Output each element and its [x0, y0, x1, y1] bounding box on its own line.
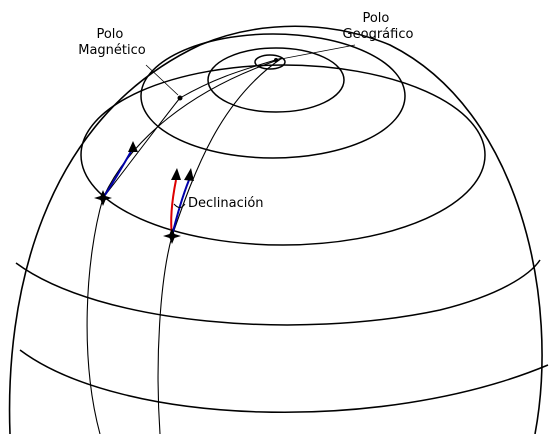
arrowhead-magnetic	[171, 168, 181, 180]
parallel-lower	[80, 64, 486, 246]
parallel-southern	[19, 349, 549, 414]
geographic-pole-label-line2: Geográfico	[343, 27, 414, 42]
geographic-north-arrow-left	[102, 147, 134, 199]
meridian-left	[86, 59, 279, 435]
magnetic-pole-label-line1: Polo	[96, 27, 123, 42]
meridian-right	[157, 57, 283, 435]
declination-label: Declinación	[188, 196, 264, 211]
parallel-upper	[207, 47, 345, 113]
parallel-middle	[140, 33, 406, 159]
parallel-equator	[15, 259, 541, 326]
geographic-pole-leader	[280, 44, 356, 60]
arrowhead-geographic	[184, 168, 194, 181]
geographic-pole-label-line1: Polo	[362, 11, 389, 26]
declination-angle-arc	[173, 203, 186, 208]
parallel-polar-small	[254, 54, 286, 70]
magnetic-pole-label-line2: Magnético	[78, 43, 146, 58]
observer-point-left	[94, 190, 112, 206]
magnetic-pole-label: Polo Magnético	[78, 27, 146, 58]
magnetic-pole-marker	[177, 95, 183, 101]
observer-point-right	[163, 228, 181, 244]
geographic-pole-label: Polo Geográfico	[343, 11, 414, 42]
arrowhead-left	[128, 141, 138, 152]
magnetic-pole-leader	[145, 64, 179, 96]
globe-outline	[8, 25, 543, 435]
geographic-pole-marker	[274, 58, 278, 62]
geographic-north-arrow-right	[171, 179, 190, 237]
